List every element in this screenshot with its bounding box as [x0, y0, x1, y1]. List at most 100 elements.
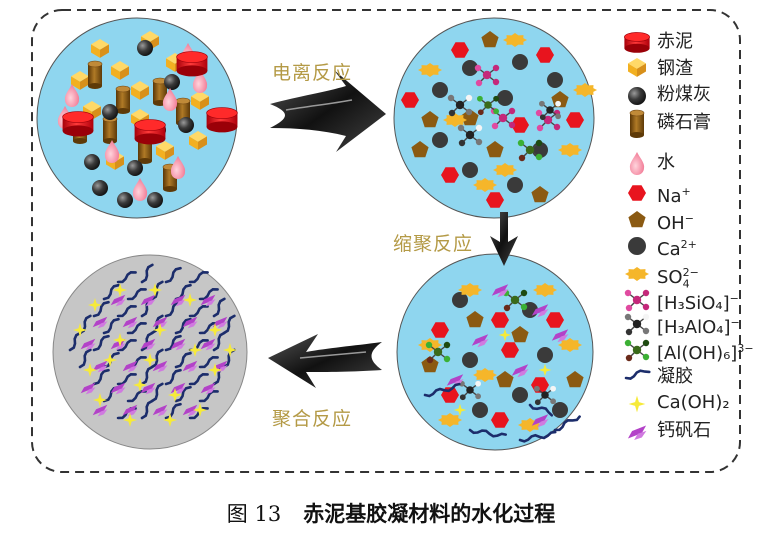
legend-icons: [624, 32, 651, 440]
gel-chain: [198, 389, 219, 403]
caoh2-sparkle: [113, 283, 127, 297]
so4-ion-burst: [438, 413, 462, 427]
gel-chain: [140, 399, 154, 420]
gel-chain: [92, 300, 110, 318]
caoh2-sparkle: [208, 363, 222, 377]
caoh2-sparkle: [143, 353, 157, 367]
fly-ash-sphere: [628, 87, 646, 105]
gel-chain: [188, 270, 209, 284]
ca-ion-circle: [472, 402, 488, 418]
ettringite-needle: [182, 404, 198, 417]
gel-chain: [150, 382, 164, 403]
phosphogypsum-cylinder: [115, 85, 131, 114]
legend-label-14: 钙矾石: [657, 420, 711, 441]
gel-chain: [174, 351, 192, 369]
gel-chain: [174, 317, 192, 335]
ettringite-needle: [182, 316, 198, 329]
caoh2-sparkle: [148, 283, 162, 297]
caoh2-sparkle: [193, 403, 207, 417]
na-ion-hexagon: [401, 92, 419, 108]
na-ion-hexagon: [491, 312, 509, 328]
water-drop: [170, 156, 186, 179]
aloh6-molecule: [477, 95, 499, 116]
ca-ion-circle: [628, 237, 646, 255]
ettringite-needle: [152, 404, 168, 417]
na-ion-hexagon: [536, 47, 554, 63]
steel-slag-cube: [628, 58, 646, 77]
so4-ion-burst: [573, 83, 597, 97]
ettringite-needle: [140, 294, 156, 307]
fly-ash-sphere: [137, 40, 153, 56]
ettringite-needle: [140, 382, 156, 395]
h3alo4-molecule: [457, 124, 483, 147]
na-ion-hexagon: [431, 322, 449, 338]
steel-slag-cube: [111, 61, 129, 80]
caoh2-sparkle: [153, 323, 167, 337]
ettringite-needle: [140, 338, 156, 351]
gel-chain: [188, 406, 209, 420]
ettringite-needle: [627, 425, 647, 440]
so4-ion-burst: [458, 283, 482, 297]
steel-slag-cube: [191, 91, 209, 110]
na-ion-hexagon: [491, 412, 509, 428]
legend-label-5: Na+: [657, 185, 691, 207]
ca-ion-circle: [462, 352, 478, 368]
caoh2-sparkle: [628, 395, 646, 413]
so4-ion-burst: [493, 163, 517, 177]
so4-ion-burst: [443, 113, 467, 127]
ettringite-needle: [110, 382, 126, 395]
so4-ion-burst: [418, 63, 442, 77]
gel-chain: [468, 428, 507, 438]
polycondensation-particles: [418, 283, 584, 443]
gel-chain: [174, 385, 192, 403]
fly-ash-sphere: [92, 180, 108, 196]
ettringite-needle: [122, 316, 138, 329]
legend-label-2: 粉煤灰: [657, 84, 711, 105]
ca-ion-circle: [432, 82, 448, 98]
caoh2-sparkle: [223, 343, 237, 357]
steel-slag-cube: [156, 141, 174, 160]
fly-ash-sphere: [147, 192, 163, 208]
water-drop: [132, 178, 148, 201]
aloh6-molecule: [425, 341, 451, 364]
ca-ion-circle: [432, 132, 448, 148]
gel-chain: [116, 338, 137, 352]
legend-label-10: [H₃AlO₄]−: [657, 316, 740, 338]
red-mud-cylinder: [62, 111, 94, 137]
red-mud-cylinder: [206, 107, 238, 133]
final-product-circle: [52, 254, 248, 450]
fly-ash-sphere: [164, 74, 180, 90]
oh-ion-pentagon: [566, 371, 584, 388]
gel-chain: [164, 266, 182, 284]
h3alo4-molecule: [459, 380, 481, 401]
ettringite-needle: [511, 364, 529, 378]
na-ion-hexagon: [441, 167, 459, 183]
ionization-label: 电离反应: [272, 62, 353, 84]
gel-chain: [198, 355, 219, 369]
ettringite-needle: [551, 329, 569, 343]
gel-chain: [102, 317, 120, 335]
so4-ion-burst: [473, 368, 497, 382]
so4-ion-burst: [503, 33, 527, 47]
ca-ion-circle: [462, 60, 478, 76]
caoh2-sparkle: [113, 333, 127, 347]
water-drop: [192, 70, 208, 93]
h3alo4-molecule: [534, 385, 556, 406]
caoh2-sparkle: [93, 393, 107, 407]
gel-chain: [188, 304, 209, 318]
ca-ion-circle: [507, 177, 523, 193]
polymerization-label: 聚合反应: [272, 408, 353, 430]
ionization-particles: [401, 31, 597, 208]
caoh2-sparkle: [538, 363, 552, 377]
legend-label-3: 磷石膏: [657, 112, 711, 133]
right-arrow-icon: [270, 70, 386, 152]
gel-chain: [126, 389, 147, 403]
oh-ion-pentagon: [461, 109, 479, 126]
caoh2-sparkle: [103, 353, 117, 367]
oh-ion-pentagon: [511, 326, 529, 343]
ettringite-needle: [110, 294, 126, 307]
gel-chain: [164, 300, 182, 318]
caoh2-sparkle: [208, 323, 222, 337]
